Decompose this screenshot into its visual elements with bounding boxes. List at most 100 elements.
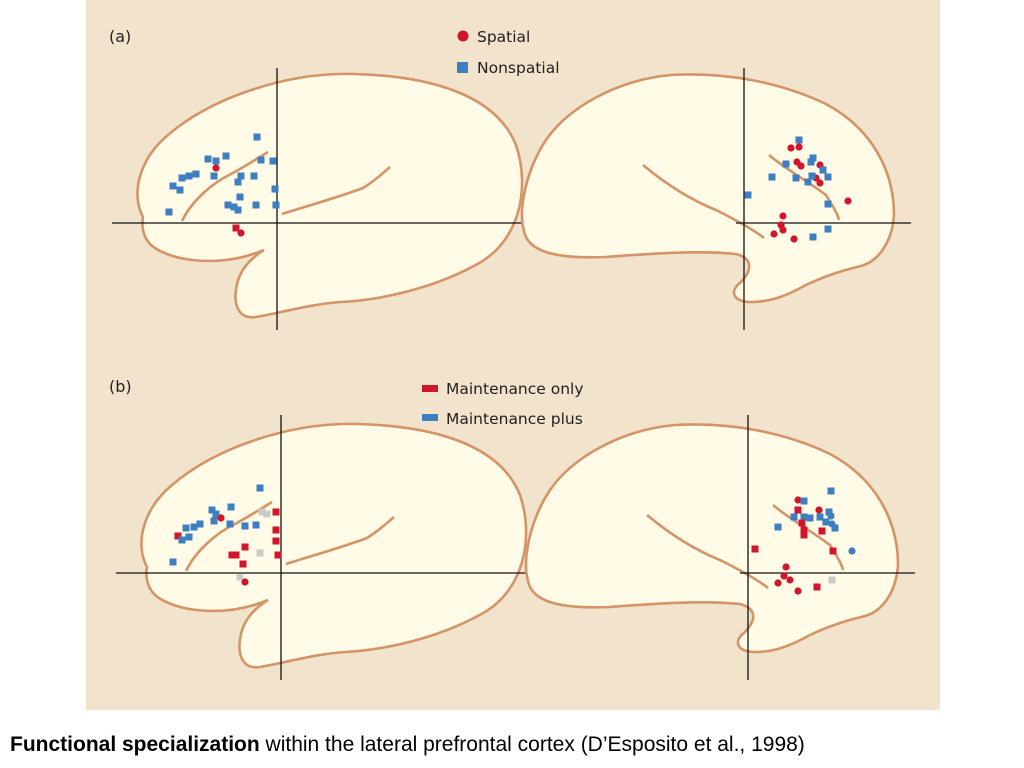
activation-point bbox=[809, 154, 817, 162]
activation-point bbox=[824, 225, 832, 233]
activation-point bbox=[210, 517, 218, 525]
legend-spatial-label: Spatial bbox=[477, 28, 530, 46]
activation-point bbox=[822, 518, 830, 526]
right-hemisphere-outline bbox=[520, 73, 896, 304]
activation-point bbox=[792, 174, 800, 182]
panel-a-left-hemisphere bbox=[112, 68, 531, 330]
activation-point bbox=[800, 526, 808, 534]
activation-point bbox=[226, 520, 234, 528]
activation-point bbox=[770, 230, 778, 238]
figure-caption: Functional specialization within the lat… bbox=[10, 733, 1020, 757]
activation-point bbox=[272, 508, 280, 516]
activation-point bbox=[236, 193, 244, 201]
panel-a-label: (a) bbox=[109, 27, 131, 46]
activation-point bbox=[787, 144, 795, 152]
panel-b-right-hemisphere bbox=[524, 415, 915, 680]
legend-nonspatial-marker bbox=[457, 62, 468, 73]
legend-maintenance-only-marker bbox=[422, 385, 438, 392]
activation-point bbox=[782, 563, 790, 571]
panel-a-brains bbox=[112, 68, 911, 330]
activation-point bbox=[257, 156, 265, 164]
activation-point bbox=[794, 587, 802, 595]
activation-point bbox=[800, 513, 808, 521]
activation-point bbox=[237, 172, 245, 180]
activation-point bbox=[774, 579, 782, 587]
activation-point bbox=[806, 514, 814, 522]
activation-point bbox=[818, 527, 826, 535]
activation-point bbox=[779, 212, 787, 220]
activation-point bbox=[808, 172, 816, 180]
activation-point bbox=[274, 551, 282, 559]
activation-point bbox=[178, 536, 186, 544]
activation-point bbox=[252, 201, 260, 209]
activation-point bbox=[169, 182, 177, 190]
activation-point bbox=[204, 155, 212, 163]
activation-point bbox=[210, 172, 218, 180]
activation-point bbox=[827, 512, 835, 520]
activation-point bbox=[224, 201, 232, 209]
activation-point bbox=[222, 152, 230, 160]
activation-point bbox=[795, 143, 803, 151]
activation-point bbox=[271, 185, 279, 193]
legend-spatial-marker bbox=[457, 30, 469, 42]
legend-maintenance-plus-label: Maintenance plus bbox=[446, 410, 583, 428]
activation-point bbox=[208, 506, 216, 514]
activation-point bbox=[236, 573, 244, 581]
activation-point bbox=[212, 157, 220, 165]
activation-point bbox=[824, 173, 832, 181]
activation-point bbox=[178, 174, 186, 182]
activation-point bbox=[831, 524, 839, 532]
activation-point bbox=[809, 233, 817, 241]
activation-point bbox=[228, 551, 236, 559]
activation-point bbox=[227, 503, 235, 511]
legend-maintenance-plus-marker bbox=[422, 414, 438, 421]
left-hemisphere-outline bbox=[136, 72, 524, 319]
activation-point bbox=[815, 506, 823, 514]
activation-point bbox=[241, 543, 249, 551]
activation-point bbox=[782, 160, 790, 168]
activation-point bbox=[272, 537, 280, 545]
activation-point bbox=[269, 157, 277, 165]
activation-point bbox=[185, 172, 193, 180]
activation-point bbox=[256, 484, 264, 492]
activation-point bbox=[230, 203, 238, 211]
right-hemisphere-outline bbox=[524, 423, 900, 654]
activation-point bbox=[794, 506, 802, 514]
activation-point bbox=[779, 226, 787, 234]
activation-point bbox=[239, 560, 247, 568]
activation-point bbox=[795, 136, 803, 144]
activation-point bbox=[798, 519, 806, 527]
activation-point bbox=[816, 179, 824, 187]
activation-point bbox=[768, 173, 776, 181]
activation-point bbox=[258, 508, 266, 516]
panel-b-label: (b) bbox=[109, 377, 132, 396]
left-hemisphere-outline bbox=[140, 422, 528, 669]
caption-rest: within the lateral prefrontal cortex (D’… bbox=[259, 733, 805, 756]
activation-point bbox=[192, 170, 200, 178]
activation-point bbox=[804, 178, 812, 186]
legend-maintenance-only-label: Maintenance only bbox=[446, 380, 584, 398]
activation-point bbox=[250, 172, 258, 180]
activation-point bbox=[825, 508, 833, 516]
activation-point bbox=[824, 200, 832, 208]
activation-point bbox=[241, 522, 249, 530]
legend-nonspatial-label: Nonspatial bbox=[477, 59, 560, 77]
panel-b-brains bbox=[116, 415, 915, 680]
activation-point bbox=[829, 547, 837, 555]
activation-point bbox=[234, 206, 242, 214]
activation-point bbox=[217, 514, 225, 522]
panel-a-activation-points bbox=[165, 133, 852, 243]
activation-point bbox=[848, 547, 856, 555]
panel-b-left-hemisphere bbox=[116, 415, 535, 680]
activation-point bbox=[252, 521, 260, 529]
activation-point bbox=[828, 576, 836, 584]
figure-panel: (a) Spatial Nonspatial (b) bbox=[86, 0, 940, 710]
activation-point bbox=[844, 197, 852, 205]
activation-point bbox=[807, 158, 815, 166]
activation-point bbox=[196, 520, 204, 528]
activation-point bbox=[786, 576, 794, 584]
activation-point bbox=[212, 164, 220, 172]
activation-point bbox=[263, 510, 271, 518]
activation-point bbox=[253, 133, 261, 141]
caption-bold: Functional specialization bbox=[10, 733, 260, 756]
